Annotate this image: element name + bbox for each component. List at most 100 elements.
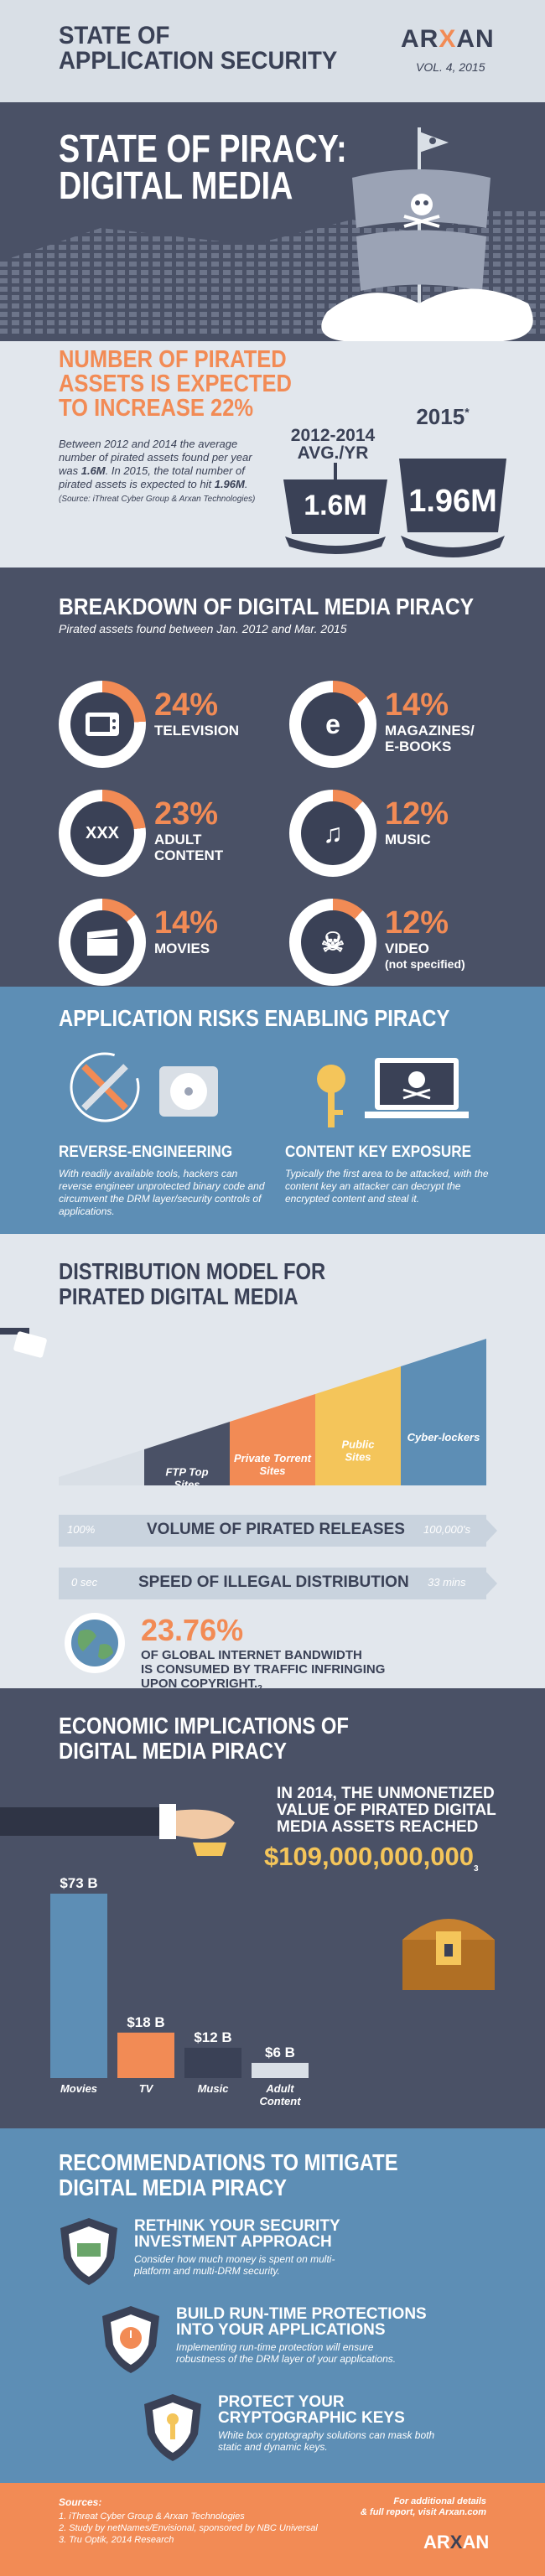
bar-category-label: Content (259, 2095, 301, 2107)
breakdown-percentage: 23% (154, 796, 219, 832)
breakdown-donut (59, 899, 146, 986)
distribution-step-label: Sites (174, 1479, 200, 1486)
volume-arrow-head (482, 1515, 497, 1547)
volume-right-label: 100,000's (423, 1523, 470, 1536)
distribution-step (59, 1449, 144, 1485)
distribution-step-label: Public (341, 1438, 375, 1451)
breakdown-donut: e (289, 681, 376, 768)
logo-text-start: AR (401, 25, 439, 53)
growth-headline-line1: NUMBER OF PIRATED (59, 346, 287, 373)
growth-headline-line2: ASSETS IS EXPECTED (59, 371, 292, 397)
music-note-icon: ♫ (301, 801, 365, 865)
breakdown-label-line1: ADULT (154, 832, 202, 847)
report-title: STATE OF APPLICATION SECURITY (59, 23, 337, 74)
growth-body-value2: 1.96M (214, 478, 245, 490)
ship2-label: 2015* (401, 404, 485, 430)
footer-logo[interactable]: ARXAN (423, 2532, 489, 2553)
economic-claim-line3: MEDIA ASSETS REACHED (277, 1818, 479, 1836)
sources-list: 1. iThreat Cyber Group & Arxan Technolog… (59, 2511, 318, 2546)
reverse-engineering-body: With readily available tools, hackers ca… (59, 1168, 265, 1217)
breakdown-percentage: 14% (385, 687, 449, 723)
economic-claim: IN 2014, THE UNMONETIZED VALUE OF PIRATE… (277, 1786, 496, 1836)
logo-text-end: AN (456, 25, 495, 53)
hero-title-line2: DIGITAL MEDIA (59, 163, 293, 207)
breakdown-label-line2: CONTENT (154, 847, 224, 863)
recommendations-title: RECOMMENDATIONS TO MITIGATE DIGITAL MEDI… (59, 2150, 398, 2200)
speed-arrow-head (482, 1568, 497, 1599)
breakdown-percentage: 12% (385, 905, 449, 941)
pirate-ship-illustration (321, 127, 533, 341)
globe-icon (65, 1613, 125, 1673)
reverse-engineering-icon (70, 1052, 218, 1122)
key-shield-icon (143, 2392, 203, 2463)
icon-glyph: e (325, 708, 340, 739)
report-title-line2: APPLICATION SECURITY (59, 47, 338, 75)
breakdown-label-line1: MUSIC (385, 832, 431, 847)
source-item: 3. Tru Optik, 2014 Research (59, 2535, 174, 2545)
footer: Sources: 1. iThreat Cyber Group & Arxan … (0, 2483, 545, 2576)
source-item: 1. iThreat Cyber Group & Arxan Technolog… (59, 2511, 245, 2522)
breakdown-label-line1: MOVIES (154, 941, 210, 956)
bar (252, 2062, 309, 2078)
bar-category-label: TV (139, 2082, 154, 2095)
recommendation-body: Consider how much money is spent on mult… (134, 2253, 335, 2277)
source-item: 2. Study by netNames/Envisional, sponsor… (59, 2523, 318, 2533)
distribution-step-label: Cyber-lockers (407, 1431, 480, 1443)
bar-category-label: Movies (60, 2082, 97, 2095)
arxan-logo[interactable]: ARXAN (401, 25, 495, 54)
logo-text-x: X (439, 25, 457, 53)
bar (50, 1894, 107, 2078)
ship1-label-line1: 2012-2014 (290, 426, 376, 445)
content-key-icon (317, 1058, 469, 1127)
distribution-title: DISTRIBUTION MODEL FOR PIRATED DIGITAL M… (59, 1259, 325, 1309)
more-info-line1: For additional details (393, 2496, 486, 2506)
growth-headline: NUMBER OF PIRATED ASSETS IS EXPECTED TO … (59, 348, 292, 421)
economic-section: ECONOMIC IMPLICATIONS OF DIGITAL MEDIA P… (0, 1688, 545, 2128)
tv-icon (70, 692, 134, 756)
reverse-engineering-heading: REVERSE-ENGINEERING (59, 1143, 233, 1161)
recommendation-heading-line1: PROTECT YOUR (218, 2393, 345, 2411)
report-title-line1: STATE OF (59, 22, 170, 49)
distribution-title-line2: PIRATED DIGITAL MEDIA (59, 1283, 298, 1309)
header: STATE OF APPLICATION SECURITY ARXAN VOL.… (0, 0, 545, 102)
distribution-step-label: Sites (259, 1464, 285, 1477)
breakdown-label: MOVIES (154, 941, 210, 956)
ship1-value: 1.6M (304, 490, 367, 521)
recommendation-heading-line2: INVESTMENT APPROACH (134, 2233, 332, 2251)
clapperboard-icon (70, 910, 134, 974)
economic-title: ECONOMIC IMPLICATIONS OF DIGITAL MEDIA P… (59, 1713, 349, 1764)
more-info[interactable]: For additional details & full report, vi… (352, 2496, 486, 2518)
sources-title: Sources: (59, 2496, 102, 2508)
growth-body-end: . (244, 478, 248, 490)
icon-glyph: ♫ (323, 817, 343, 848)
growth-source: (Source: iThreat Cyber Group & Arxan Tec… (59, 495, 256, 504)
volume-left-label: 100% (67, 1523, 96, 1536)
breakdown-label-line2: E-BOOKS (385, 739, 452, 754)
bar-value-label: $73 B (60, 1875, 97, 1891)
recommendations-section: RECOMMENDATIONS TO MITIGATE DIGITAL MEDI… (0, 2128, 545, 2483)
volume-label: VOLUME OF PIRATED RELEASES (147, 1521, 405, 1538)
recommendations-title-line2: DIGITAL MEDIA PIRACY (59, 2174, 287, 2200)
skull-icon (411, 194, 433, 215)
risks-title: APPLICATION RISKS ENABLING PIRACY (59, 1005, 450, 1031)
breakdown-label: TELEVISION (154, 723, 239, 739)
speed-arrow (59, 1568, 486, 1599)
distribution-step (315, 1366, 401, 1485)
breakdown-section: BREAKDOWN OF DIGITAL MEDIA PIRACY Pirate… (0, 572, 545, 987)
ship1-label: 2012-2014 AVG./YR (287, 427, 379, 462)
icon-glyph: ☠ (320, 927, 345, 957)
hero-title: STATE OF PIRACY: DIGITAL MEDIA (59, 129, 347, 207)
clock-shield-icon (101, 2304, 161, 2375)
speed-label: SPEED OF ILLEGAL DISTRIBUTION (138, 1573, 409, 1591)
money-shield-icon (59, 2216, 119, 2287)
bar-category-label: Music (198, 2082, 230, 2095)
ship2-label-footnote: * (465, 405, 470, 419)
recommendation-heading-line2: CRYPTOGRAPHIC KEYS (218, 2409, 405, 2427)
recommendation-heading-line2: INTO YOUR APPLICATIONS (176, 2321, 386, 2339)
